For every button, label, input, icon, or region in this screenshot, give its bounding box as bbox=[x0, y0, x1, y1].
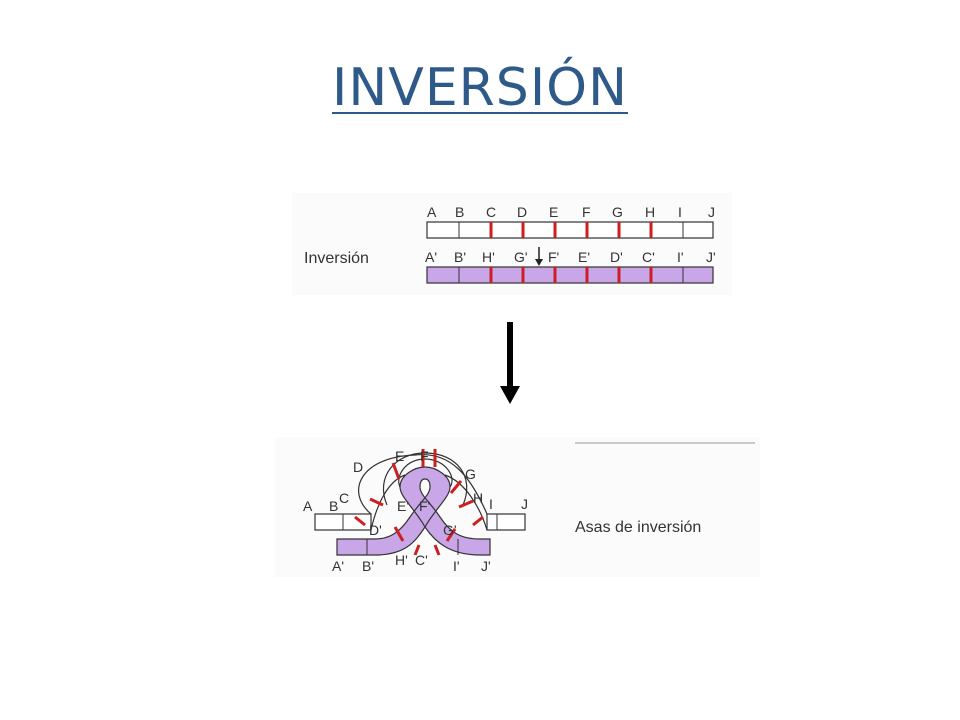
gene-label-i-prime: I' bbox=[677, 249, 684, 265]
normal-chromosome bbox=[426, 221, 714, 239]
inversion-loop-svg: A B C D E F G H I J E' F' D' G' A' B' H'… bbox=[303, 442, 755, 574]
gene-label-j: J bbox=[708, 204, 715, 220]
gene-label-h: H bbox=[645, 204, 655, 220]
loop-label-e-prime: E' bbox=[397, 498, 409, 514]
loop-label-d: D bbox=[353, 459, 363, 475]
loop-label-f: F bbox=[420, 448, 429, 464]
normal-chromosome-dividers bbox=[458, 222, 684, 238]
gene-label-b: B bbox=[455, 204, 464, 220]
loop-label-i-prime: I' bbox=[453, 558, 460, 574]
gene-label-a-prime: A' bbox=[425, 249, 437, 265]
gene-label-a: A bbox=[427, 204, 437, 220]
gene-label-e: E bbox=[549, 204, 558, 220]
loop-label-i: I bbox=[489, 496, 493, 512]
gene-label-h-prime: H' bbox=[482, 249, 495, 265]
loop-label-c: C bbox=[339, 490, 349, 506]
inversion-diagram-top: Inversión bbox=[292, 193, 732, 295]
loop-label-j-prime: J' bbox=[481, 558, 491, 574]
gene-label-f-prime: F' bbox=[548, 249, 559, 265]
normal-loop-outer bbox=[358, 453, 488, 515]
loop-label-e: E bbox=[395, 448, 404, 464]
page-title: INVERSIÓN bbox=[332, 58, 628, 118]
gene-label-c-prime: C' bbox=[642, 249, 655, 265]
loop-label-c-prime: C' bbox=[415, 552, 428, 568]
band-markers bbox=[354, 449, 484, 556]
normal-right-arm bbox=[486, 513, 526, 531]
gene-label-i: I bbox=[678, 204, 682, 220]
gene-label-g-prime: G' bbox=[514, 249, 528, 265]
loop-label-j: J bbox=[521, 496, 528, 512]
gene-label-b-prime: B' bbox=[454, 249, 466, 265]
loop-label-g: G bbox=[465, 466, 476, 482]
loop-label-b: B bbox=[329, 498, 338, 514]
inversion-loop-diagram: A B C D E F G H I J E' F' D' G' A' B' H'… bbox=[275, 437, 760, 577]
loop-label-f-prime: F' bbox=[419, 498, 430, 514]
loop-caption: Asas de inversión bbox=[575, 519, 701, 536]
breakpoint-arrow-icon bbox=[535, 247, 543, 266]
loop-label-a-prime: A' bbox=[332, 558, 344, 574]
loop-label-h: H bbox=[473, 490, 483, 506]
gene-label-g: G bbox=[612, 204, 623, 220]
gene-label-d: D bbox=[517, 204, 527, 220]
loop-label-d-prime: D' bbox=[369, 522, 382, 538]
loop-label-h-prime: H' bbox=[395, 552, 408, 568]
gene-label-e-prime: E' bbox=[578, 249, 590, 265]
inverted-chromosome bbox=[426, 266, 714, 284]
loop-label-g-prime: G' bbox=[443, 522, 457, 538]
loop-label-a: A bbox=[303, 498, 313, 514]
gene-label-j-prime: J' bbox=[706, 249, 716, 265]
inverted-chromosome-dividers bbox=[458, 267, 684, 283]
gene-label-c: C bbox=[486, 204, 496, 220]
loop-label-b-prime: B' bbox=[362, 558, 374, 574]
gene-label-d-prime: D' bbox=[610, 249, 623, 265]
row-label: Inversión bbox=[304, 250, 369, 267]
gene-label-f: F bbox=[582, 204, 591, 220]
chromosome-pair-svg: Inversión bbox=[304, 204, 716, 284]
